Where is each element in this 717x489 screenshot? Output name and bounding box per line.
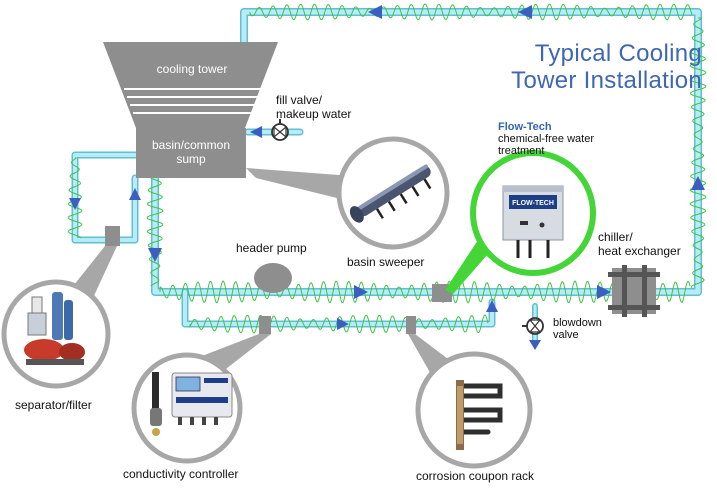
flow-arrow [148, 248, 162, 262]
flow-arrow [691, 176, 705, 190]
flowtech-description-line-2: treatment [498, 145, 545, 157]
cooling-tower [103, 42, 278, 178]
basin-label-line-2: sump [176, 152, 206, 166]
valve-icon [271, 119, 289, 141]
flow-arrow [486, 300, 498, 312]
header-pump [254, 263, 292, 293]
separator-inline-box [105, 226, 120, 246]
conductivity-controller-photo [131, 352, 243, 464]
cooling-tower-label: cooling tower [156, 62, 228, 76]
basin-sweeper-photo [336, 136, 450, 250]
flowtech-brand: Flow-Tech [498, 121, 552, 133]
flow-tech-unit-photo: FLOW-TECH [470, 150, 596, 276]
page-title: Typical Cooling Tower Installation [452, 40, 702, 94]
basin-common-sump [136, 128, 246, 178]
basin-sweeper-label: basin sweeper [347, 255, 425, 269]
flow-arrow [597, 285, 611, 299]
corrosion-coupon-rack-label: corrosion coupon rack [416, 469, 535, 483]
separator-filter-photo [1, 279, 111, 389]
flow-arrow [518, 5, 532, 19]
title-line-2: Tower Installation [511, 67, 702, 94]
blowdown-label-line-2: valve [553, 329, 579, 341]
fill-valve-label-line-2: makeup water [276, 107, 352, 121]
flowtech-description: chemical-free water treatment [498, 133, 594, 157]
coupon-inline-box [406, 316, 416, 334]
flow-arrow [529, 340, 541, 350]
chiller-label-line-1: chiller/ [598, 230, 633, 244]
flow-arrow [129, 188, 141, 200]
fill-valve-label: fill valve/ makeup water [276, 93, 351, 121]
title-line-1: Typical Cooling [534, 40, 702, 67]
conductivity-controller-label: conductivity controller [123, 467, 239, 481]
flow-arrow [368, 5, 382, 19]
flowtech-description-line-1: chemical-free water [498, 133, 594, 145]
conductivity-inline-box [259, 316, 271, 334]
basin-label: basin/common sump [136, 138, 246, 166]
flow-arrows [69, 5, 705, 350]
flow-arrow [354, 285, 368, 299]
flow-arrow [250, 126, 262, 138]
valve-icon [522, 317, 544, 335]
blowdown-valve-label: blowdown valve [553, 317, 602, 341]
chiller-label: chiller/ heat exchanger [598, 230, 681, 258]
header-pump-label: header pump [236, 241, 307, 255]
fill-valve-label-line-1: fill valve/ [276, 93, 323, 107]
basin-label-line-1: basin/common [151, 138, 231, 152]
svg-text:FLOW-TECH: FLOW-TECH [512, 200, 554, 207]
treatment-wave-signal [67, 3, 707, 334]
separator-filter-label: separator/filter [15, 398, 92, 412]
blowdown-label-line-1: blowdown [553, 317, 602, 329]
chiller-label-line-2: heat exchanger [598, 244, 681, 258]
chiller-heat-exchanger [608, 265, 660, 317]
flow-arrow [337, 318, 349, 330]
flow-arrow [69, 198, 81, 210]
corrosion-coupon-rack-photo [415, 351, 533, 469]
